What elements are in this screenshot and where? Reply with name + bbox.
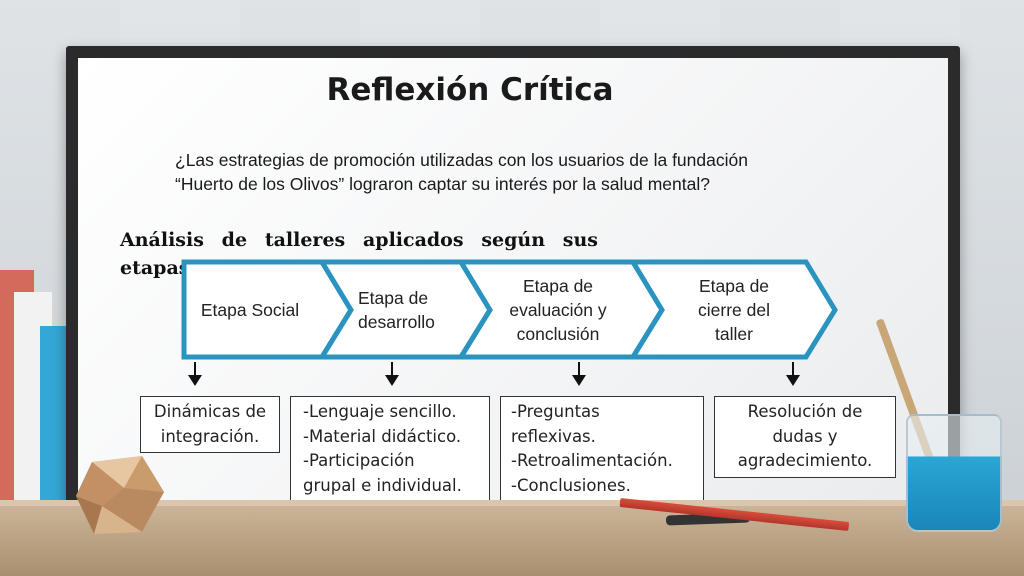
stage-label-line: Etapa Social xyxy=(200,300,300,320)
detail-line: Dinámicas de xyxy=(153,402,267,421)
desk-surface xyxy=(0,500,1024,576)
analysis-line: etapas: xyxy=(120,257,197,279)
detail-line: -Participación xyxy=(303,451,415,470)
stage-label-line: desarrollo xyxy=(358,312,435,332)
detail-line: dudas y xyxy=(772,426,838,446)
stage-label-line: evaluación y xyxy=(509,300,607,320)
stage-label-line: Etapa de xyxy=(358,288,429,308)
stage-label-line: Etapa de xyxy=(698,276,770,296)
water-jar-icon xyxy=(906,414,1002,532)
down-arrow-icon xyxy=(572,362,586,386)
detail-box-social: Dinámicas de integración. xyxy=(140,396,280,453)
stage-label-desarrollo: Etapa de desarrollo xyxy=(348,286,468,334)
detail-line: agradecimiento. xyxy=(737,451,873,470)
analysis-heading: Análisis de talleres aplicados según sus… xyxy=(120,226,598,282)
desk-edge xyxy=(0,500,1024,506)
detail-line: reflexivas. xyxy=(511,426,596,446)
detail-box-cierre: Resolución de dudas y agradecimiento. xyxy=(714,396,896,478)
detail-line: -Lenguaje sencillo. xyxy=(303,402,457,421)
detail-line: grupal e individual. xyxy=(303,475,462,495)
stage-label-line: conclusión xyxy=(516,324,600,344)
stage-label-social: Etapa Social xyxy=(190,298,310,322)
stage-label-cierre: Etapa de cierre del taller xyxy=(664,274,804,346)
down-arrow-icon xyxy=(786,362,800,386)
detail-line: -Retroalimentación. xyxy=(511,451,673,470)
stage-label-line: taller xyxy=(715,324,753,344)
analysis-line: Análisis de talleres aplicados según sus xyxy=(120,229,598,251)
stage-label-evaluacion: Etapa de evaluación y conclusión xyxy=(488,274,628,346)
stage-label-line: cierre del xyxy=(698,300,770,320)
detail-line: integración. xyxy=(160,426,260,446)
stage-label-line: Etapa de xyxy=(522,276,594,296)
question-line: ¿Las estrategias de promoción utilizadas… xyxy=(175,150,748,170)
detail-box-desarrollo: -Lenguaje sencillo. -Material didáctico.… xyxy=(290,396,490,501)
detail-line: Resolución de xyxy=(747,402,863,421)
wooden-geometric-ornament-icon xyxy=(76,456,164,534)
detail-line: -Material didáctico. xyxy=(303,426,462,446)
detail-box-evaluacion: -Preguntas reflexivas. -Retroalimentació… xyxy=(500,396,704,501)
detail-line: -Conclusiones. xyxy=(511,475,631,495)
down-arrow-icon xyxy=(188,362,202,386)
question-line: “Huerto de los Olivos” lograron captar s… xyxy=(175,174,710,194)
slide-title: Reflexión Crítica xyxy=(326,72,614,108)
detail-line: -Preguntas xyxy=(511,402,600,421)
stage-chevron-cierre xyxy=(628,259,838,360)
guiding-question: ¿Las estrategias de promoción utilizadas… xyxy=(175,148,865,196)
down-arrow-icon xyxy=(385,362,399,386)
